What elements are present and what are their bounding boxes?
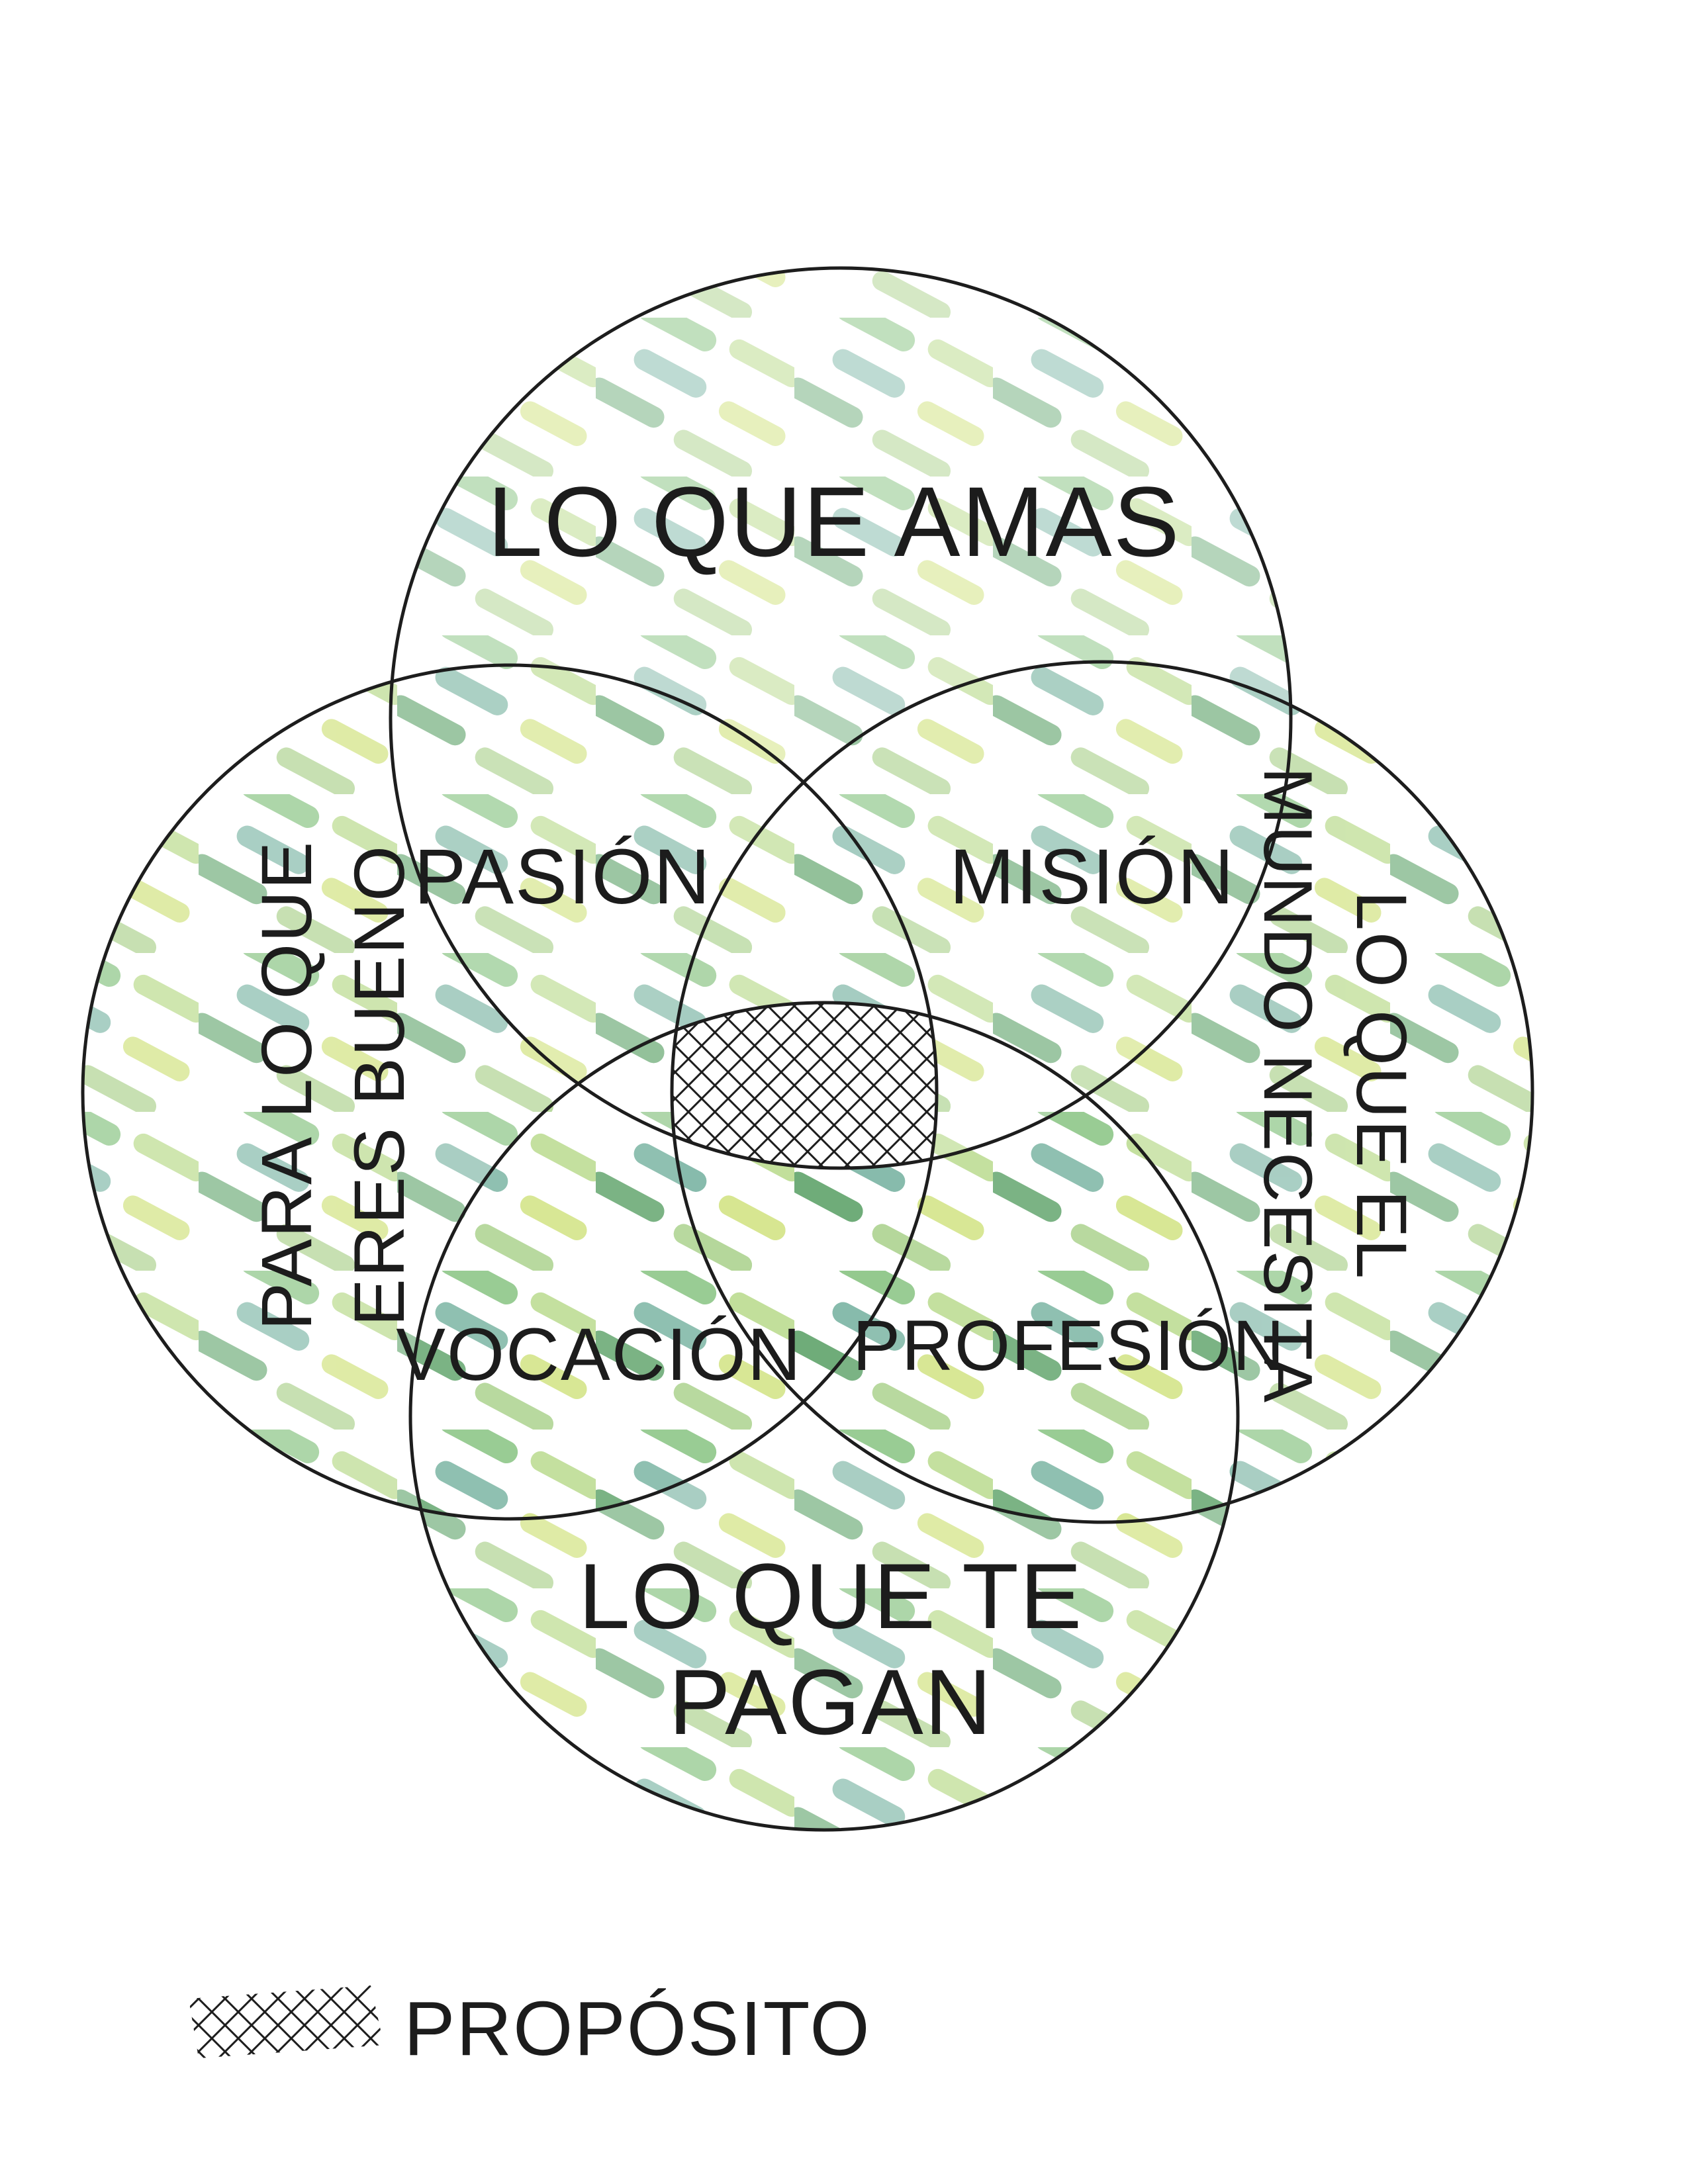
purpose-center	[672, 1003, 937, 1168]
legend-label: PROPÓSITO	[404, 1985, 871, 2071]
crosshatch-icon	[189, 1985, 384, 2058]
label-vocacion: VOCACIÓN	[396, 1313, 802, 1396]
label-bottom-circle-line2: PAGAN	[669, 1650, 993, 1754]
circle-right-outline	[670, 660, 1534, 1524]
circle-top-outline	[389, 266, 1293, 1170]
label-right-circle-line2: MUNDO NECESITA	[1249, 767, 1326, 1404]
label-left-circle-line2: ERES BUENO	[339, 844, 419, 1326]
label-mision: MISIÓN	[949, 833, 1235, 921]
label-pasion: PASIÓN	[414, 833, 711, 921]
label-right-circle-line1: LO QUE EL	[1342, 891, 1422, 1280]
label-top-circle: LO QUE AMAS	[487, 466, 1180, 577]
circle-left-outline	[81, 663, 939, 1521]
label-left-circle-line1: PARA LO QUE	[246, 841, 326, 1330]
legend: PROPÓSITO	[189, 1985, 871, 2071]
label-profesion: PROFESIÓN	[853, 1305, 1286, 1385]
circle-bottom-outline	[408, 1001, 1240, 1832]
brush-fill-layer	[83, 268, 1532, 1830]
label-bottom-circle-line1: LO QUE TE	[579, 1544, 1083, 1648]
